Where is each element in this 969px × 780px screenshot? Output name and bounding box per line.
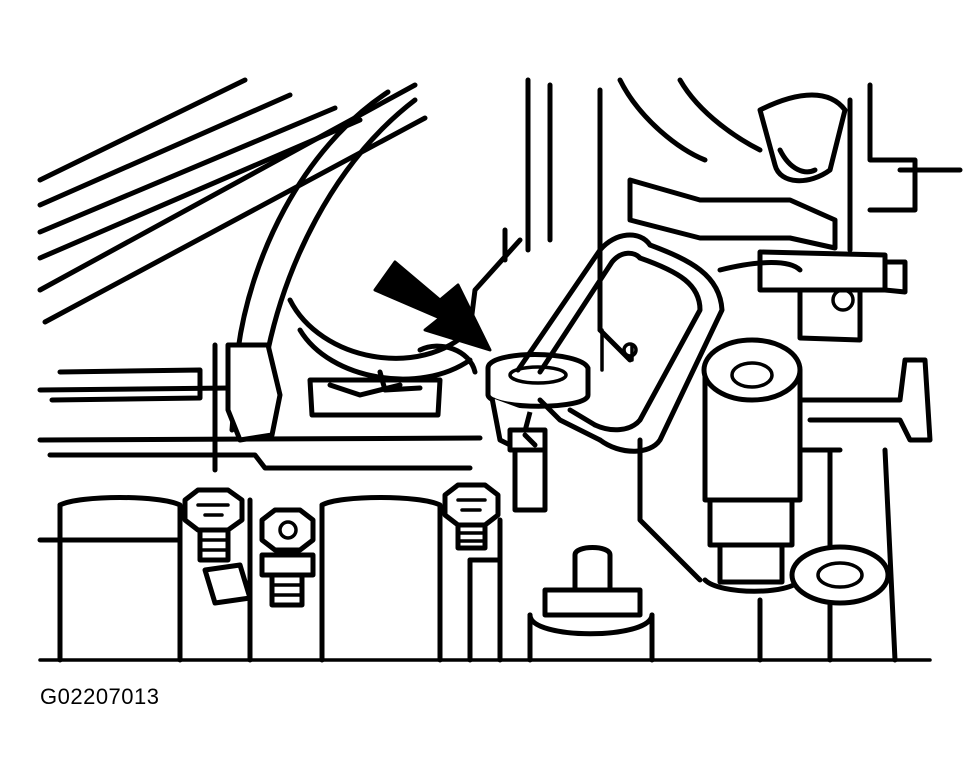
manifold-bolt-2 <box>259 507 316 608</box>
intake-runners <box>57 495 443 663</box>
pipe-loop-component <box>485 232 725 454</box>
bracket-bolt <box>507 427 548 513</box>
intake-manifold <box>37 77 553 543</box>
figure-code: G02207013 <box>40 684 160 709</box>
vacuum-hose <box>229 89 418 433</box>
lower-right-port <box>637 437 891 663</box>
right-connector <box>717 249 908 343</box>
manifold-bolt-1 <box>182 487 245 563</box>
indicator-arrow <box>373 260 492 352</box>
upper-right-housing <box>597 77 963 363</box>
engine-component-illustration <box>37 77 963 663</box>
upper-left-hoses <box>37 77 428 325</box>
manifold-bolt-3 <box>442 482 501 551</box>
lower-stud <box>467 517 655 663</box>
fuel-injector <box>701 337 933 663</box>
small-block <box>202 562 253 606</box>
small-grommet <box>600 328 638 372</box>
left-connector <box>212 342 478 473</box>
